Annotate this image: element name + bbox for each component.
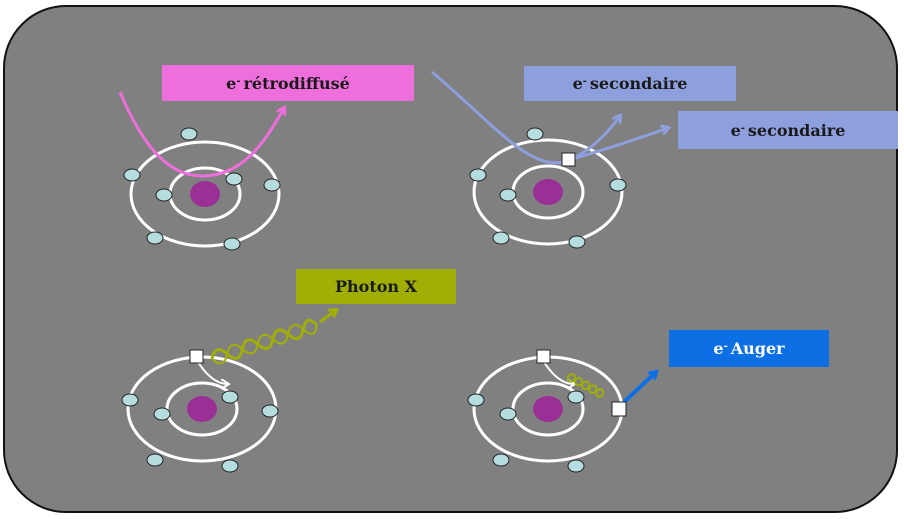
atom-xray: [121, 310, 336, 473]
label-secondary-electron-1: e-secondaire: [524, 66, 736, 101]
label-text: secondaire: [747, 120, 846, 140]
vacancy: [561, 152, 576, 167]
electron: [567, 459, 585, 473]
auger-arrow: [622, 372, 656, 404]
vacancy: [536, 349, 551, 364]
label-auger-electron: e-Auger: [669, 330, 829, 367]
electron: [121, 393, 139, 407]
electron: [499, 407, 517, 421]
label-text: Auger: [730, 339, 785, 358]
backscatter-trajectory: [118, 91, 284, 178]
electron: [568, 235, 586, 249]
nucleus: [533, 396, 563, 422]
internal-photon-wave: [567, 373, 605, 395]
electron: [467, 393, 485, 407]
diagram-panel: [3, 5, 898, 513]
label-prefix: e: [713, 339, 724, 358]
label-superscript: -: [723, 341, 728, 352]
label-superscript: -: [582, 76, 587, 87]
vacancy: [189, 349, 204, 364]
label-backscattered-electron: e-rétrodiffusé: [162, 65, 414, 101]
electron: [492, 453, 510, 467]
electron: [526, 127, 544, 141]
label-superscript: -: [236, 75, 241, 87]
label-prefix: e: [572, 74, 583, 93]
auger-electron: [611, 401, 627, 417]
electron: [146, 453, 164, 467]
secondary-trajectory-2: [571, 128, 668, 161]
xray-photon-arrow: [319, 310, 336, 324]
electron-transition-arrow: [197, 361, 228, 384]
electron-transition-arrow: [543, 361, 574, 384]
electron: [146, 231, 164, 245]
electron: [221, 390, 239, 404]
xray-photon-wave-2: [211, 323, 318, 365]
electron: [492, 231, 510, 245]
label-text: rétrodiffusé: [243, 73, 350, 93]
electron: [123, 168, 141, 182]
atom-auger: [467, 349, 656, 473]
nucleus: [187, 396, 217, 422]
label-superscript: -: [740, 122, 745, 134]
electron: [567, 390, 585, 404]
label-prefix: e: [226, 73, 237, 93]
electron: [223, 237, 241, 251]
atom-secondary: [431, 70, 668, 249]
label-text: Photon X: [334, 277, 417, 296]
electron: [155, 188, 173, 202]
label-photon-x: Photon X: [296, 269, 456, 304]
electron: [225, 172, 243, 186]
nucleus: [190, 181, 220, 207]
label-prefix: e: [730, 120, 741, 140]
electron: [153, 407, 171, 421]
electron: [263, 178, 281, 192]
xray-photon-wave: [210, 318, 318, 360]
electron: [180, 127, 198, 141]
electron: [261, 404, 279, 418]
electron: [609, 178, 627, 192]
electron: [221, 459, 239, 473]
internal-photon-wave-2: [566, 375, 604, 398]
label-text: secondaire: [589, 74, 688, 93]
nucleus: [533, 179, 563, 205]
atom-backscatter: [118, 91, 284, 251]
label-secondary-electron-2: e-secondaire: [678, 111, 898, 149]
electron: [469, 168, 487, 182]
electron: [499, 188, 517, 202]
